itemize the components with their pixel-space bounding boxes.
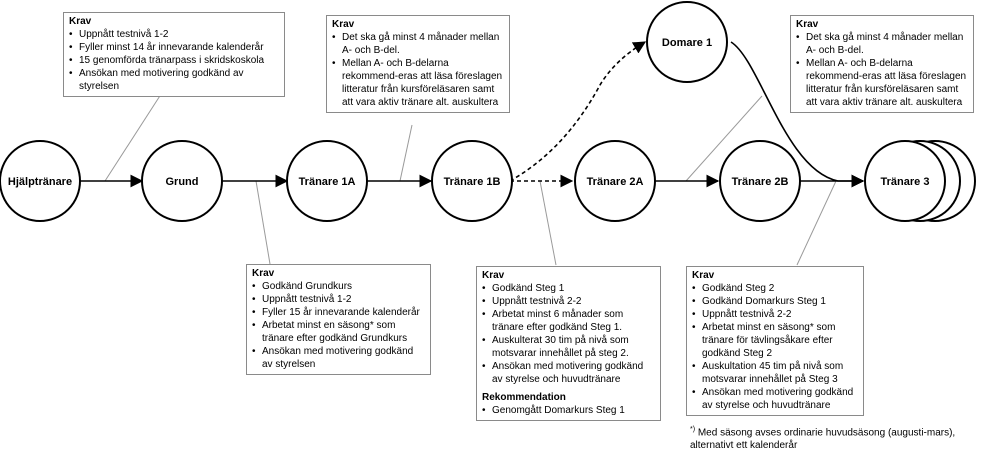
- krav-box-tranare-1a: Krav Godkänd Grundkurs Uppnått testnivå …: [246, 264, 431, 375]
- rekommendation-header: Rekommendation: [482, 392, 566, 403]
- krav-item: Uppnått testnivå 1-2: [252, 293, 425, 306]
- krav-item: Mellan A- och B-delarna rekommend-eras a…: [796, 57, 968, 109]
- node-domare-1: [646, 1, 728, 83]
- footnote: *) Med säsong avses ordinarie huvudsäson…: [690, 423, 990, 452]
- krav-item: Uppnått testnivå 2-2: [692, 308, 858, 321]
- node-tranare-2b: [719, 140, 801, 222]
- node-label-tranare-3: Tränare 3: [881, 176, 930, 188]
- edge-tranare-1b-domare-1: [509, 41, 647, 182]
- krav-item: Ansökan med motivering godkänd av styrel…: [692, 386, 858, 412]
- node-tranare-1b: [431, 140, 513, 222]
- node-label-hjalptranare: Hjälptränare: [8, 176, 72, 188]
- edge-domare-1-tranare-3: [730, 41, 865, 188]
- footnote-marker: *): [690, 426, 696, 433]
- krav-item: Godkänd Domarkurs Steg 1: [692, 295, 858, 308]
- nodes: [0, 1, 976, 222]
- krav-box-tranare-2b: Krav Det ska gå minst 4 månader mellan A…: [790, 15, 974, 113]
- krav-box-tranare-1b: Krav Det ska gå minst 4 månader mellan A…: [326, 15, 510, 113]
- node-tranare-3: [864, 140, 946, 222]
- node-tranare-2a: [574, 140, 656, 222]
- krav-box-grund: Krav Uppnått testnivå 1-2 Fyller minst 1…: [63, 12, 285, 97]
- krav-item: Arbetat minst 6 månader som tränare efte…: [482, 308, 655, 334]
- krav-item: Godkänd Grundkurs: [252, 280, 425, 293]
- krav-item: Arbetat minst en säsong* som tränare eft…: [252, 319, 425, 345]
- krav-header: Krav: [796, 19, 819, 30]
- krav-item: Uppnått testnivå 1-2: [69, 28, 279, 41]
- krav-item: Det ska gå minst 4 månader mellan A- och…: [796, 31, 968, 57]
- node-label-tranare-1b: Tränare 1B: [444, 176, 501, 188]
- krav-item: Auskultation 45 tim på nivå som motsvara…: [692, 360, 858, 386]
- krav-item: Ansökan med motivering godkänd av styrel…: [482, 360, 655, 386]
- connector-krav-1b: [399, 124, 413, 182]
- krav-box-tranare-2a: Krav Godkänd Steg 1 Uppnått testnivå 2-2…: [476, 266, 661, 421]
- node-label-domare-1: Domare 1: [662, 37, 712, 49]
- node-tranare-1a: [286, 140, 368, 222]
- box-connectors: [104, 87, 837, 266]
- connector-krav-1a: [255, 180, 271, 265]
- krav-item: Auskulterat 30 tim på nivå som motsvarar…: [482, 334, 655, 360]
- edges: [80, 41, 865, 188]
- krav-header: Krav: [332, 19, 355, 30]
- krav-item: 15 genomförda tränarpass i skridskoskola: [69, 54, 279, 67]
- rekommendation-item: Genomgått Domarkurs Steg 1: [482, 404, 655, 417]
- krav-header: Krav: [252, 268, 275, 279]
- krav-item: Ansökan med motivering godkänd av styrel…: [69, 67, 279, 93]
- connector-krav-2b: [685, 95, 763, 182]
- footnote-text: Med säsong avses ordinarie huvudsäsong (…: [690, 427, 956, 452]
- connector-krav-grund: [104, 87, 166, 182]
- node-label-grund: Grund: [166, 176, 199, 188]
- node-label-tranare-2b: Tränare 2B: [732, 176, 789, 188]
- krav-box-tranare-3: Krav Godkänd Steg 2 Godkänd Domarkurs St…: [686, 266, 864, 416]
- krav-header: Krav: [692, 270, 715, 281]
- krav-item: Mellan A- och B-delarna rekommend-eras a…: [332, 57, 504, 109]
- krav-item: Ansökan med motivering godkänd av styrel…: [252, 345, 425, 371]
- krav-item: Fyller 15 år innevarande kalenderår: [252, 306, 425, 319]
- connector-krav-2a: [539, 180, 557, 266]
- krav-header: Krav: [482, 270, 505, 281]
- node-hjalptranare: [0, 140, 81, 222]
- krav-item: Fyller minst 14 år innevarande kalenderå…: [69, 41, 279, 54]
- krav-header: Krav: [69, 16, 92, 27]
- krav-item: Det ska gå minst 4 månader mellan A- och…: [332, 31, 504, 57]
- node-label-tranare-2a: Tränare 2A: [587, 176, 644, 188]
- krav-item: Godkänd Steg 1: [482, 282, 655, 295]
- krav-item: Godkänd Steg 2: [692, 282, 858, 295]
- node-label-tranare-1a: Tränare 1A: [299, 176, 356, 188]
- node-labels: Hjälptränare Grund Tränare 1A Tränare 1B…: [8, 37, 930, 188]
- node-grund: [141, 140, 223, 222]
- krav-item: Uppnått testnivå 2-2: [482, 295, 655, 308]
- krav-item: Arbetat minst en säsong* som tränare för…: [692, 321, 858, 360]
- connector-krav-3: [796, 180, 837, 266]
